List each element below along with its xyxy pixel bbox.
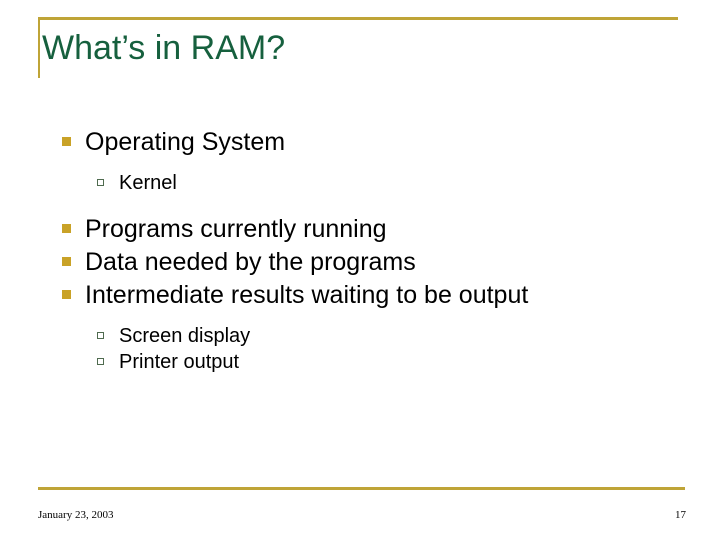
footer-date: January 23, 2003	[38, 509, 114, 521]
bullet-item-screen-display: Screen display	[0, 323, 720, 349]
bullet-square-hollow-icon	[97, 358, 104, 365]
bullet-label: Data needed by the programs	[85, 248, 416, 276]
title-rule-left	[38, 17, 40, 78]
bullet-square-hollow-icon	[97, 179, 104, 186]
bullet-item-intermediate-results: Intermediate results waiting to be outpu…	[0, 279, 720, 312]
bullet-square-filled-icon	[62, 224, 71, 233]
footer-rule	[38, 487, 685, 490]
bullet-item-kernel: Kernel	[0, 170, 720, 196]
bullet-square-filled-icon	[62, 257, 71, 266]
bullet-label: Kernel	[119, 172, 177, 194]
bullet-square-filled-icon	[62, 290, 71, 299]
slide-title: What’s in RAM?	[42, 29, 286, 67]
bullet-square-hollow-icon	[97, 332, 104, 339]
title-rule-top	[38, 17, 678, 20]
spacer	[0, 312, 720, 323]
bullet-item-data-needed-by-the-programs: Data needed by the programs	[0, 246, 720, 279]
slide-body: Operating System Kernel Programs current…	[0, 126, 720, 375]
bullet-label: Printer output	[119, 351, 240, 373]
bullet-item-operating-system: Operating System	[0, 126, 720, 159]
spacer	[0, 159, 720, 170]
bullet-item-programs-currently-running: Programs currently running	[0, 213, 720, 246]
bullet-item-printer-output: Printer output	[0, 349, 720, 375]
bullet-label: Operating System	[85, 128, 286, 156]
bullet-label: Screen display	[119, 325, 251, 347]
bullet-label: Intermediate results waiting to be outpu…	[85, 281, 529, 309]
spacer	[0, 196, 720, 213]
bullet-label: Programs currently running	[85, 215, 387, 243]
footer-page-number: 17	[675, 509, 686, 521]
bullet-square-filled-icon	[62, 137, 71, 146]
